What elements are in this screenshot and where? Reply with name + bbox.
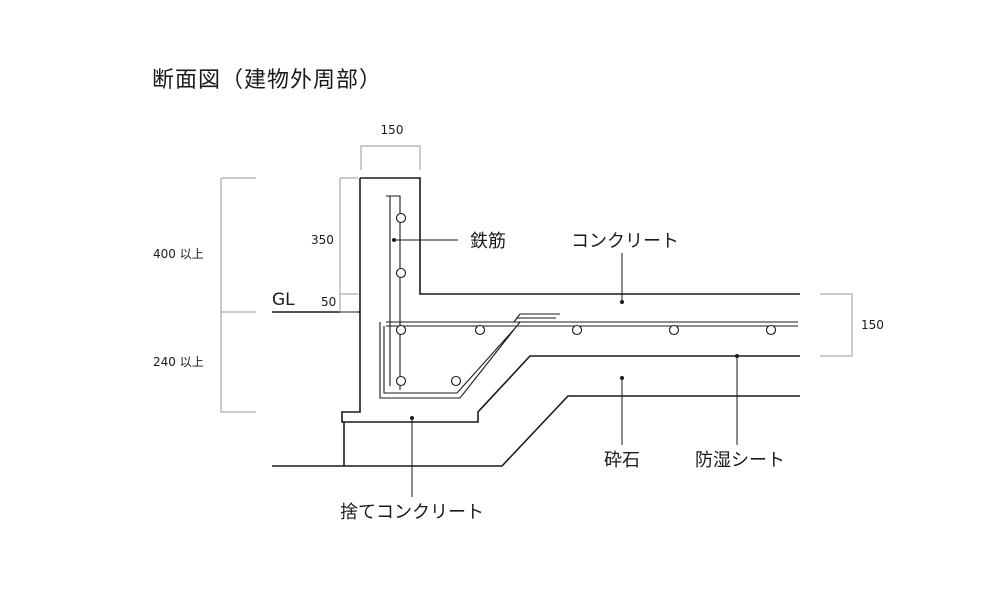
label-crushed-stone: 砕石 (604, 450, 640, 471)
dim-gl-offset: 50 (321, 295, 336, 309)
top-rebar (386, 313, 560, 327)
diagram-title: 断面図（建物外周部） (152, 68, 383, 93)
label-moisture-sheet: 防湿シート (695, 450, 785, 471)
leader-dot (392, 238, 396, 242)
leader-dot (410, 416, 414, 420)
vertical-rebar (386, 195, 401, 390)
rebar-bar (395, 375, 407, 387)
rebar-bar (474, 324, 486, 336)
dim-below-gl-line (220, 312, 256, 413)
rebar-bar (765, 324, 777, 336)
rebar-bar (571, 324, 583, 336)
rebar-bar (450, 375, 462, 387)
crushed-stone-line (272, 395, 800, 467)
foundation-outline (341, 177, 800, 423)
leader-dot (735, 354, 739, 358)
dim-slab-thickness: 150 (861, 318, 884, 332)
leader-dot (620, 376, 624, 380)
leader-dot (620, 300, 624, 304)
rebar-bar (395, 267, 407, 279)
bottom-rebar (379, 321, 798, 399)
dim-below-gl: 240 以上 (153, 355, 204, 369)
rebar-bar (668, 324, 680, 336)
dim-wall-width-line (360, 145, 421, 170)
dim-gl-offset-line (339, 294, 358, 313)
dim-above-gl-line (220, 177, 256, 313)
label-blinding-concrete: 捨てコンクリート (340, 502, 484, 523)
dim-above-gl: 400 以上 (153, 247, 204, 261)
rebar-bar (395, 324, 407, 336)
dim-slab-line (820, 293, 853, 357)
label-rebar: 鉄筋 (470, 231, 506, 252)
label-concrete: コンクリート (571, 231, 679, 252)
rebar-bar (395, 212, 407, 224)
dim-upper-wall: 350 (311, 233, 334, 247)
dim-upper-wall-line (339, 177, 358, 295)
ground-level-label: GL (272, 290, 295, 310)
dim-wall-width: 150 (381, 123, 404, 137)
